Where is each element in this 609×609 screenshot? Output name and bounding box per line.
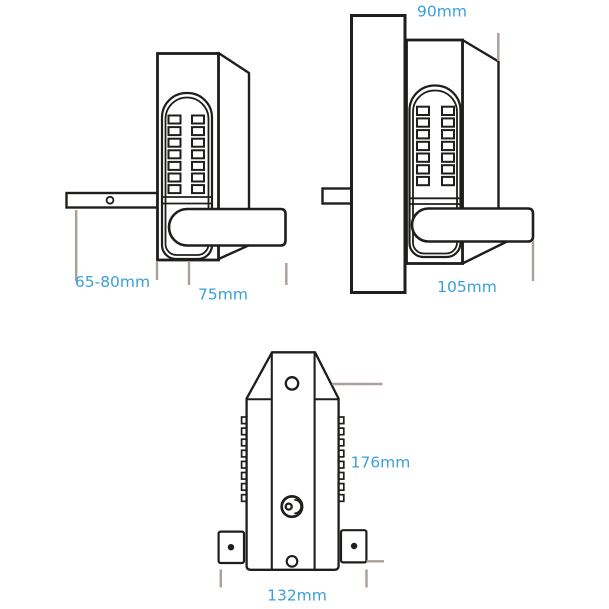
case-view-dimensions: 176mm 132mm <box>219 382 411 605</box>
keypad-panel-inner <box>164 96 210 256</box>
tab-screw-hole <box>350 542 358 550</box>
tab-screw-hole <box>227 544 235 551</box>
lever-handle <box>410 207 535 243</box>
key-cylinder-arc <box>294 498 302 515</box>
dimension-label-body-width: 75mm <box>198 286 248 304</box>
side-view-dimensions: 90mm 105mm <box>417 3 535 296</box>
latch-bolt <box>321 187 354 205</box>
keypad-panel-inner <box>412 89 458 255</box>
top-fixing-hole <box>284 376 300 391</box>
keypad-buttons <box>167 114 205 195</box>
key-cylinder-pin <box>284 502 293 511</box>
case-profile-view <box>217 351 368 571</box>
front-angle-view <box>65 51 287 262</box>
dimension-label-case-height: 176mm <box>351 454 411 472</box>
key-cylinder-ring <box>280 495 304 519</box>
lever-handle <box>167 207 287 247</box>
dimension-label-backset: 65-80mm <box>75 273 150 291</box>
lock-case-body <box>245 351 340 571</box>
latch-bolt <box>65 191 159 209</box>
latch-hole <box>105 195 115 205</box>
dimension-label-body-width: 105mm <box>437 278 497 296</box>
side-view-on-frame <box>321 14 535 294</box>
gate-frame-section <box>350 14 407 294</box>
bottom-fixing-hole <box>285 555 299 568</box>
dimension-label-depth: 90mm <box>417 3 467 21</box>
keypad-buttons <box>416 105 455 187</box>
front-view-dimensions: 65-80mm 75mm <box>75 210 288 304</box>
dimension-label-case-width: 132mm <box>267 587 327 605</box>
